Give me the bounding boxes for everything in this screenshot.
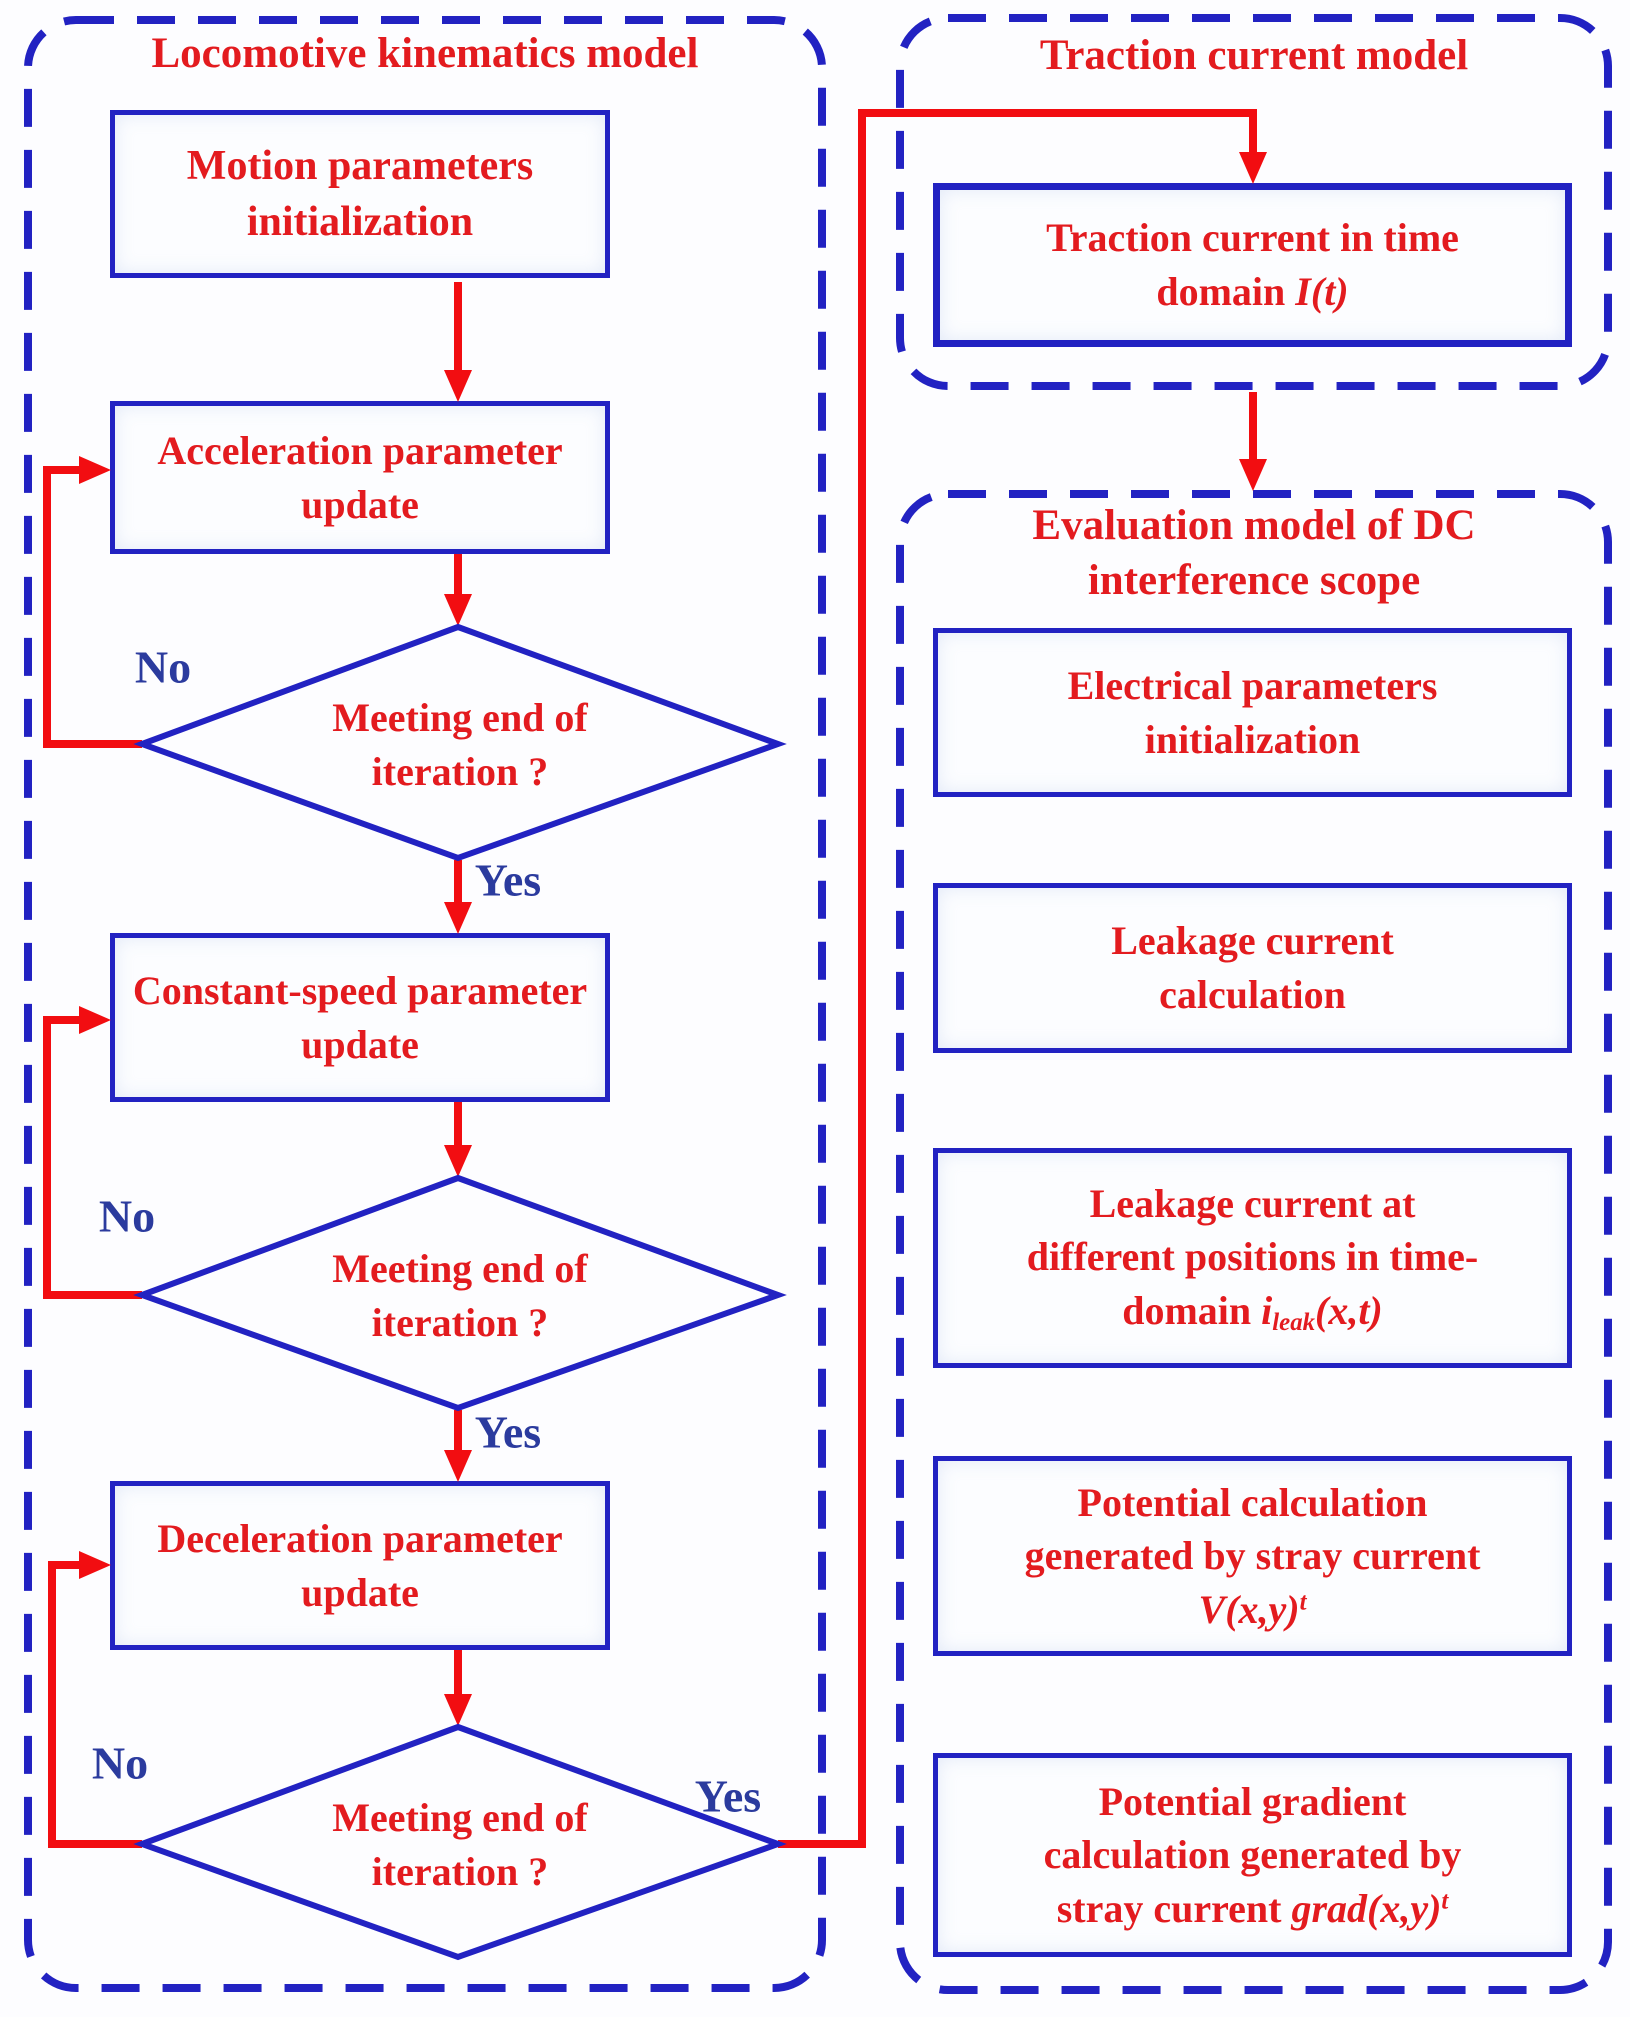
deceleration-update-box: Deceleration parameter update (110, 1481, 610, 1650)
decision2-yes-label: Yes (474, 1406, 542, 1458)
potential-box-line1: Potential calculation (1077, 1479, 1428, 1525)
const-box-line2: update (301, 1021, 419, 1067)
math-i: i (1261, 1287, 1273, 1333)
const-box-line1: Constant-speed parameter (132, 967, 588, 1013)
left-panel-title: Locomotive kinematics model (151, 30, 699, 77)
constant-speed-update-box: Constant-speed parameter update (110, 933, 610, 1102)
leaktime-math: ileak(x,t) (1261, 1287, 1383, 1337)
evaluation-title-line2: interference scope (1087, 557, 1421, 605)
math-grad-args: (x,y) (1367, 1885, 1442, 1931)
decision1-line1: Meeting end of (332, 695, 588, 740)
leaktime-box-line1: Leakage current at (1089, 1180, 1416, 1226)
decision3-line2: iteration ? (371, 1849, 549, 1894)
decision3-yes-label: Yes (694, 1770, 762, 1822)
decision1-no-label: No (134, 641, 192, 693)
leakage-calculation-box: Leakage current calculation (933, 883, 1572, 1053)
motion-parameters-box: Motion parameters initialization (110, 110, 610, 278)
decel-box-line2: update (301, 1569, 419, 1615)
decision1-yes-label: Yes (474, 854, 542, 906)
traction-box-line1: Traction current in time (1046, 215, 1459, 261)
electrical-parameters-box: Electrical parameters initialization (933, 628, 1572, 797)
leakcalc-box-line1: Leakage current (1111, 918, 1394, 964)
potential-gradient-box: Potential gradient calculation generated… (933, 1753, 1572, 1957)
math-V: V (1198, 1586, 1226, 1632)
gradient-box-line1: Potential gradient (1098, 1778, 1407, 1824)
decision3-line1: Meeting end of (332, 1795, 588, 1840)
traction-panel-title: Traction current model (1039, 32, 1469, 79)
traction-box-math: I(t) (1295, 269, 1348, 314)
accel-box-line1: Acceleration parameter (157, 427, 563, 473)
math-grad: grad (1291, 1885, 1368, 1931)
motion-box-line1: Motion parameters (186, 142, 534, 189)
potential-box-math: V(x,y)t (1199, 1583, 1307, 1637)
accel-box-line2: update (301, 481, 419, 527)
decision1-line2: iteration ? (371, 749, 549, 794)
leaktime-box-line2: different positions in time- (1026, 1234, 1479, 1280)
decision3-no-label: No (91, 1737, 149, 1789)
decision2-no-label: No (98, 1190, 156, 1242)
math-I-args: (t) (1310, 269, 1349, 314)
evaluation-panel-title: Evaluation model of DC interference scop… (900, 498, 1608, 608)
leakage-time-domain-box: Leakage current at different positions i… (933, 1148, 1572, 1368)
leaktime-domain-text: domain (1122, 1287, 1252, 1333)
decision2-line1: Meeting end of (332, 1246, 588, 1291)
math-i-sub-leak: leak (1272, 1309, 1315, 1337)
decel-box-line1: Deceleration parameter (157, 1515, 563, 1561)
decision3-text: Meeting end of iteration ? (332, 1791, 588, 1899)
potential-calculation-box: Potential calculation generated by stray… (933, 1456, 1572, 1656)
math-grad-sup-t: t (1441, 1887, 1449, 1915)
math-i-args: (x,t) (1315, 1287, 1383, 1333)
acceleration-update-box: Acceleration parameter update (110, 401, 610, 554)
motion-box-line2: initialization (246, 199, 474, 245)
math-V-args: (x,y) (1225, 1586, 1300, 1632)
traction-box-domain-text: domain (1156, 269, 1286, 314)
decision2-line2: iteration ? (371, 1300, 549, 1345)
math-V-sup-t: t (1299, 1588, 1307, 1616)
evaluation-title-line1: Evaluation model of DC (1032, 502, 1476, 549)
electrical-box-line2: initialization (1144, 716, 1361, 762)
gradient-stray-text: stray current (1056, 1885, 1282, 1931)
electrical-box-line1: Electrical parameters (1067, 662, 1438, 708)
decision1-text: Meeting end of iteration ? (332, 691, 588, 799)
decision2-text: Meeting end of iteration ? (332, 1242, 588, 1350)
gradient-math: grad(x,y)t (1291, 1886, 1448, 1931)
gradient-box-line2: calculation generated by (1043, 1832, 1462, 1878)
math-I: I (1295, 269, 1311, 314)
potential-box-line2: generated by stray current (1024, 1533, 1481, 1579)
leakcalc-box-line2: calculation (1159, 972, 1346, 1017)
